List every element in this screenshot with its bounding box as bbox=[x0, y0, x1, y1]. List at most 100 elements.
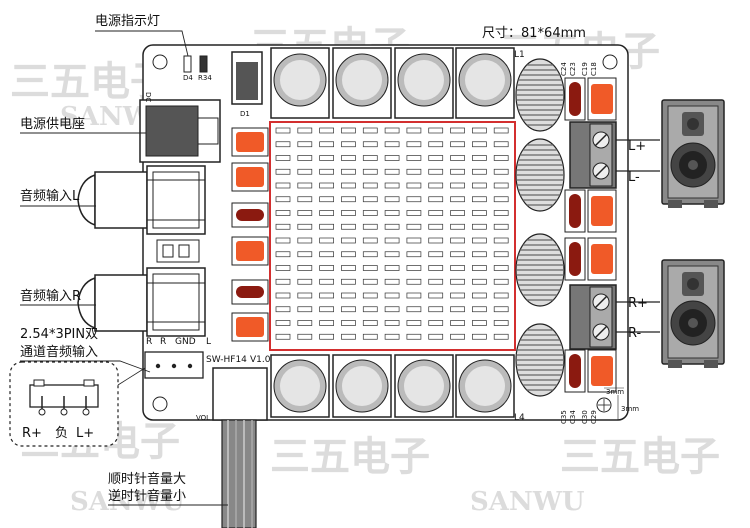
heatsink-slot bbox=[362, 223, 378, 230]
heatsink-slot bbox=[384, 251, 400, 258]
heatsink-slot bbox=[319, 333, 334, 340]
heatsink-slot bbox=[406, 237, 422, 244]
heatsink-slot bbox=[341, 196, 356, 203]
heatsink-slot bbox=[450, 237, 465, 244]
heatsink-slot bbox=[319, 265, 334, 271]
heatsink-slot bbox=[297, 265, 313, 271]
top-capacitors bbox=[270, 47, 515, 119]
heatsink-slot bbox=[493, 306, 509, 313]
heatsink-slot bbox=[275, 292, 291, 299]
heatsink-slot bbox=[406, 292, 422, 299]
c35-label: C35 bbox=[560, 410, 568, 424]
d4-label: D4 bbox=[183, 74, 193, 82]
heatsink-slot bbox=[493, 168, 509, 175]
heatsink-slot bbox=[406, 265, 422, 271]
heatsink-slot bbox=[384, 168, 400, 175]
screw-terminal-left bbox=[569, 121, 617, 189]
heatsink-slot bbox=[472, 155, 487, 161]
heatsink-slot bbox=[341, 320, 356, 326]
led-d4 bbox=[183, 55, 192, 73]
heatsink-slot bbox=[341, 223, 356, 230]
rca-input-r bbox=[77, 267, 206, 337]
heatsink-slot bbox=[493, 155, 509, 161]
callout-knob-line2: 逆时针音量小 bbox=[108, 488, 186, 504]
c23-label: C23 bbox=[569, 62, 577, 76]
c24-label: C24 bbox=[560, 62, 568, 76]
heatsink-slot bbox=[493, 141, 509, 148]
heatsink-slot bbox=[297, 223, 313, 230]
heatsink-slot bbox=[341, 237, 356, 244]
inductor-coil bbox=[515, 58, 565, 132]
heatsink-slot bbox=[275, 127, 291, 134]
c18-label: C18 bbox=[590, 62, 598, 76]
version-label: V1.0 bbox=[250, 355, 271, 365]
heatsink-slot bbox=[297, 210, 313, 216]
heatsink-slot bbox=[428, 306, 444, 313]
heatsink-slot bbox=[493, 223, 509, 230]
heatsink-slot bbox=[341, 182, 356, 189]
heatsink-slot bbox=[450, 306, 465, 313]
heatsink-slot bbox=[384, 333, 400, 340]
c30-label: C30 bbox=[581, 410, 589, 424]
heatsink-slot bbox=[319, 196, 334, 203]
heatsink-slot bbox=[428, 210, 444, 216]
heatsink-slot bbox=[297, 306, 313, 313]
heatsink-slot bbox=[493, 333, 509, 340]
heatsink-slot bbox=[472, 182, 487, 189]
heatsink-slot bbox=[472, 306, 487, 313]
dc-label: DC bbox=[144, 92, 152, 102]
rca-input-l bbox=[77, 165, 206, 235]
heatsink-slot bbox=[428, 155, 444, 161]
heatsink-slot bbox=[406, 168, 422, 175]
heatsink-slot bbox=[450, 182, 465, 189]
heatsink-slot bbox=[472, 223, 487, 230]
heatsink-slot bbox=[362, 306, 378, 313]
heatsink-slot bbox=[406, 155, 422, 161]
heatsink-slot bbox=[275, 237, 291, 244]
pin-label-l-plus: L+ bbox=[76, 426, 94, 441]
heatsink-slot bbox=[319, 278, 334, 285]
heatsink-slot bbox=[472, 278, 487, 285]
dimension-3mm: 3mm bbox=[606, 388, 624, 396]
heatsink-slot bbox=[362, 265, 378, 271]
heatsink-slot bbox=[362, 333, 378, 340]
heatsink-slot bbox=[472, 333, 487, 340]
heatsink-slot bbox=[275, 168, 291, 175]
heatsink-slot bbox=[384, 141, 400, 148]
heatsink-slot bbox=[341, 278, 356, 285]
heatsink-slot bbox=[319, 251, 334, 258]
heatsink-slot bbox=[319, 182, 334, 189]
heatsink-slot bbox=[319, 210, 334, 216]
heatsink-slot bbox=[406, 127, 422, 134]
l1-label: L1 bbox=[514, 50, 525, 60]
heatsink-slot bbox=[406, 182, 422, 189]
heatsink-slot bbox=[428, 265, 444, 271]
heatsink-slot bbox=[493, 127, 509, 134]
heatsink-slot bbox=[341, 251, 356, 258]
heatsink-slot bbox=[384, 127, 400, 134]
header-label-gnd: GND bbox=[175, 337, 196, 347]
resistor-r34 bbox=[199, 55, 208, 73]
heatsink-slot bbox=[428, 278, 444, 285]
heatsink-slot bbox=[450, 333, 465, 340]
heatsink-slot bbox=[428, 292, 444, 299]
heatsink-slot bbox=[319, 320, 334, 326]
heatsink-slot bbox=[362, 320, 378, 326]
l4-label: L4 bbox=[514, 413, 525, 423]
heatsink-slot bbox=[341, 306, 356, 313]
inductors bbox=[515, 58, 565, 397]
header-label-r1: R bbox=[146, 337, 152, 347]
heatsink-slot bbox=[406, 251, 422, 258]
heatsink-slot bbox=[472, 320, 487, 326]
pin-label-r-plus: R+ bbox=[22, 426, 42, 441]
heatsink-slot bbox=[384, 265, 400, 271]
heatsink-slot bbox=[472, 196, 487, 203]
c19-label: C19 bbox=[581, 62, 589, 76]
c34-label: C34 bbox=[569, 410, 577, 424]
right-capacitors bbox=[564, 77, 617, 393]
heatsink-slot bbox=[493, 237, 509, 244]
heatsink-slot bbox=[362, 292, 378, 299]
watermark-en: SANWU bbox=[470, 487, 585, 517]
heatsink-slots bbox=[275, 127, 509, 340]
